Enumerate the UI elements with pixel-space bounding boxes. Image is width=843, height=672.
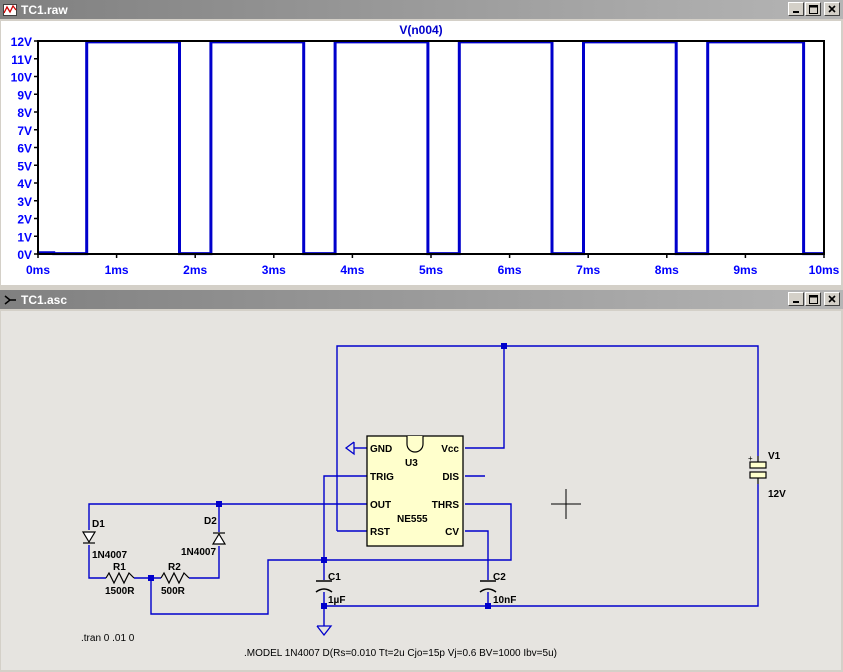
r1-value[interactable]: 1500R	[105, 586, 135, 597]
waveform-window: TC1.raw V(n004) 0V 1V 2V 3V 4V 5V 6V 7V 8V 9V 10V 1…	[0, 0, 843, 287]
maximize-icon	[808, 4, 818, 14]
pin-dis: DIS	[442, 472, 459, 483]
pin-gnd: GND	[370, 444, 392, 455]
waveform-window-title: TC1.raw	[21, 2, 68, 17]
c1-ref[interactable]: C1	[328, 572, 341, 583]
ic-value[interactable]: NE555	[397, 514, 428, 525]
schematic-icon	[3, 293, 17, 307]
voltage-source-v1[interactable]: +	[748, 454, 767, 484]
x-tick-label: 4ms	[340, 263, 364, 277]
c1-value[interactable]: 1µF	[328, 595, 345, 606]
pin-vcc: Vcc	[441, 444, 459, 455]
close-icon	[828, 295, 836, 303]
capacitor-c1[interactable]	[315, 580, 333, 593]
resistor-r2[interactable]	[160, 571, 190, 585]
y-tick-label: 3V	[17, 195, 32, 209]
capacitor-c2[interactable]	[479, 580, 497, 593]
schematic-window-title: TC1.asc	[21, 292, 68, 307]
schematic-titlebar[interactable]: TC1.asc	[0, 290, 843, 309]
minimize-button[interactable]	[788, 292, 804, 306]
y-tick-label: 11V	[11, 53, 32, 67]
y-tick-label: 8V	[17, 106, 32, 120]
y-tick-label: 7V	[17, 124, 32, 138]
x-tick-label: 9ms	[733, 263, 757, 277]
y-tick-label: 12V	[11, 35, 32, 49]
r1-ref[interactable]: R1	[113, 562, 126, 573]
maximize-button[interactable]	[805, 2, 821, 16]
crosshair-cursor	[551, 489, 581, 519]
maximize-icon	[808, 294, 818, 304]
pin-thrs: THRS	[432, 500, 460, 511]
y-tick-label: 1V	[17, 230, 32, 244]
schematic-canvas[interactable]: GND Vcc U3 DIS TRIG OUT THRS NE555 RST C…	[1, 311, 841, 670]
v1-ref[interactable]: V1	[768, 451, 781, 462]
minimize-icon	[793, 301, 799, 303]
x-tick-label: 3ms	[262, 263, 286, 277]
pin-cv: CV	[445, 527, 459, 538]
junction-dots	[148, 343, 507, 609]
resistor-r1[interactable]	[105, 571, 135, 585]
x-tick-label: 10ms	[809, 263, 840, 277]
ground-flag-gnd[interactable]	[344, 441, 355, 456]
v1-value[interactable]: 12V	[768, 489, 786, 500]
c2-value[interactable]: 10nF	[493, 595, 516, 606]
schematic-window: TC1.asc	[0, 290, 843, 672]
x-tick-label: 8ms	[655, 263, 679, 277]
plot-frame	[37, 40, 825, 255]
close-button[interactable]	[824, 292, 840, 306]
pin-rst: RST	[370, 527, 390, 538]
x-tick-label: 5ms	[419, 263, 443, 277]
x-tick-label: 0ms	[26, 263, 50, 277]
ic-ref[interactable]: U3	[405, 458, 418, 469]
pin-out: OUT	[370, 500, 391, 511]
y-tick-label: 9V	[17, 88, 32, 102]
d1-ref[interactable]: D1	[92, 519, 105, 530]
waveform-plot[interactable]: V(n004) 0V 1V 2V 3V 4V 5V 6V 7V 8V 9V 10V 11V 12V 0m…	[1, 21, 841, 285]
x-tick-label: 1ms	[105, 263, 129, 277]
y-tick-label: 5V	[17, 159, 32, 173]
minimize-button[interactable]	[788, 2, 804, 16]
y-tick-label: 10V	[11, 71, 32, 85]
r2-value[interactable]: 500R	[161, 586, 186, 597]
trace-line-vn004[interactable]	[38, 40, 824, 256]
diode-d2[interactable]	[211, 532, 227, 545]
tran-directive[interactable]: .tran 0 .01 0	[81, 633, 135, 644]
ic-ne555[interactable]	[366, 435, 464, 547]
waveform-titlebar[interactable]: TC1.raw	[0, 0, 843, 19]
d2-ref[interactable]: D2	[204, 516, 217, 527]
x-tick-label: 2ms	[183, 263, 207, 277]
y-tick-label: 2V	[17, 213, 32, 227]
svg-text:+: +	[748, 454, 753, 463]
waveform-pane[interactable]: V(n004) 0V 1V 2V 3V 4V 5V 6V 7V 8V 9V 10V 11V 12V 0m…	[1, 21, 841, 285]
close-icon	[828, 5, 836, 13]
x-tick-label: 6ms	[498, 263, 522, 277]
r2-ref[interactable]: R2	[168, 562, 181, 573]
y-tick-label: 4V	[17, 177, 32, 191]
d2-value[interactable]: 1N4007	[181, 547, 216, 558]
maximize-button[interactable]	[805, 292, 821, 306]
x-tick-label: 7ms	[576, 263, 600, 277]
waveform-icon	[3, 3, 17, 17]
close-button[interactable]	[824, 2, 840, 16]
y-tick-label: 0V	[17, 248, 32, 262]
model-directive[interactable]: .MODEL 1N4007 D(Rs=0.010 Tt=2u Cjo=15p V…	[244, 648, 557, 659]
minimize-icon	[793, 11, 799, 13]
c2-ref[interactable]: C2	[493, 572, 506, 583]
d1-value[interactable]: 1N4007	[92, 550, 127, 561]
y-tick-label: 6V	[17, 142, 32, 156]
diode-d1[interactable]	[81, 531, 97, 544]
trace-label[interactable]: V(n004)	[399, 23, 442, 37]
pin-trig: TRIG	[370, 472, 394, 483]
ground-symbol-bottom[interactable]	[316, 625, 333, 637]
